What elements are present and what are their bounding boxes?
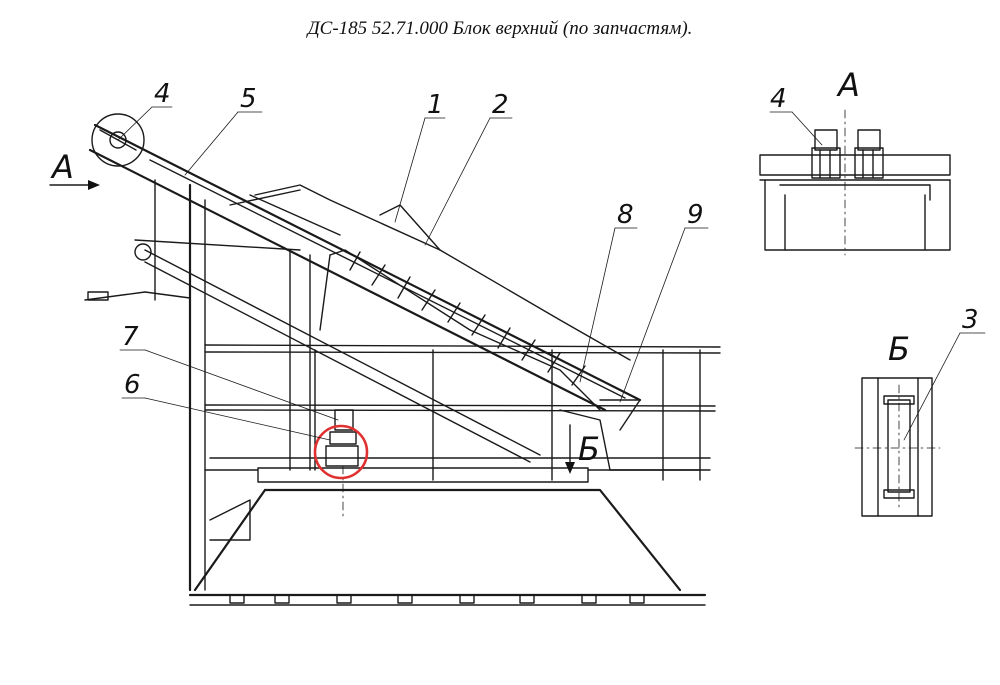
- view-label-b-down: Б: [578, 430, 600, 468]
- support-frame: [84, 179, 721, 592]
- label-4: 4: [154, 79, 171, 109]
- view-a-rollers: [811, 129, 884, 179]
- view-arrow-a: А: [49, 148, 100, 190]
- leaders: 4 5 1 2 8 9 7: [117, 79, 709, 441]
- inclined-conveyor: [88, 113, 642, 412]
- main-assembly: А Б 4 5 1 2 8: [49, 79, 721, 606]
- label-9: 9: [687, 200, 704, 230]
- label-7: 7: [122, 322, 139, 352]
- view-label-a-left: А: [50, 148, 74, 186]
- discharge-chute: [559, 399, 701, 471]
- highlight-circle: [313, 424, 369, 480]
- label-8: 8: [617, 200, 634, 230]
- hopper-base: [188, 457, 711, 606]
- view-b-detail: Б 3: [854, 305, 986, 517]
- tensioner-device: [325, 409, 359, 521]
- label-2: 2: [492, 90, 509, 120]
- label-5: 5: [240, 84, 257, 114]
- label-1: 1: [427, 90, 444, 120]
- bottom-notches: [229, 594, 645, 604]
- drawing-title: ДС-185 52.71.000 Блок верхний (по запчас…: [307, 18, 693, 39]
- view-arrow-b: Б: [565, 424, 600, 474]
- view-a-detail: А 4: [759, 66, 951, 256]
- view-label-a-right: А: [836, 66, 860, 104]
- label-6: 6: [124, 370, 141, 400]
- view-label-b-right: Б: [888, 330, 910, 368]
- label-4-view-a: 4: [770, 84, 787, 114]
- label-3: 3: [962, 305, 979, 335]
